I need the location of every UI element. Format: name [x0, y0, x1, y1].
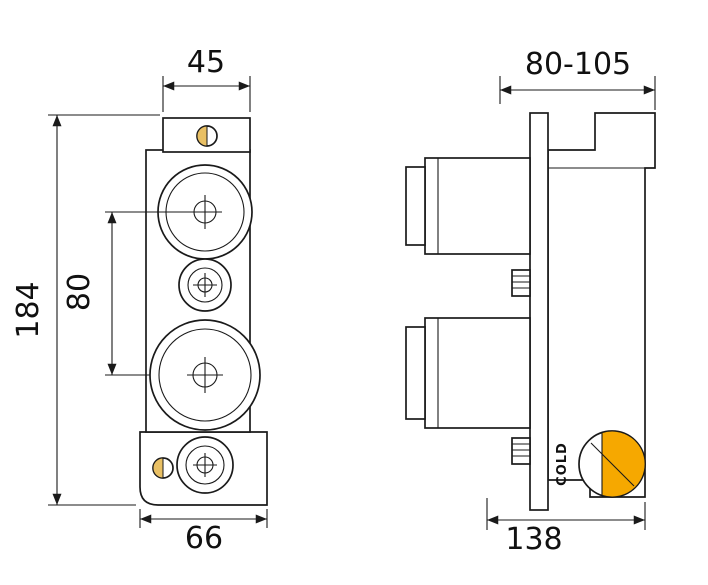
screw-accent-top: [196, 125, 208, 147]
dim-depth-range: 80-105: [499, 47, 656, 110]
cartridge-top-side: [405, 157, 531, 255]
dim-depth-range-label: 80-105: [525, 47, 631, 82]
side-view: COLD 80-105 138: [405, 47, 656, 557]
thermostat-knob-bottom: [149, 319, 261, 431]
dim-port-spacing-label: 80: [62, 273, 97, 311]
dim-bottom-width: 66: [139, 509, 268, 556]
cartridge-bottom-side: [405, 317, 531, 429]
dim-overall-height-label: 184: [11, 281, 46, 338]
screw-hole-bottom: [152, 457, 174, 479]
fixing-bolt-upper: [511, 269, 531, 297]
screw-hole-top: [196, 125, 218, 147]
cartridge-nut-upper: [178, 258, 232, 312]
cross-screw-icon: [193, 273, 217, 297]
dim-top-width-label: 45: [187, 45, 225, 80]
dim-port-spacing: 80: [62, 211, 196, 376]
mounting-plate: [529, 112, 549, 511]
cold-inlet-port: [578, 430, 646, 498]
dim-overall-depth-label: 138: [505, 522, 562, 557]
front-view: 45 184 80 66: [11, 45, 268, 556]
dim-overall-depth: 138: [486, 498, 646, 557]
dim-overall-height: 184: [11, 114, 160, 506]
fixing-bolt-lower: [511, 437, 531, 465]
cold-port-accent: [601, 430, 646, 498]
cross-screw-icon: [193, 453, 217, 477]
screw-accent-bottom: [152, 457, 164, 479]
dim-bottom-width-label: 66: [185, 521, 223, 556]
phillips-screw-icon: [187, 357, 223, 393]
cold-label: COLD: [555, 442, 570, 486]
dim-top-width: 45: [162, 45, 251, 112]
cartridge-nut-lower: [176, 436, 234, 494]
cold-port-section-line: [590, 442, 635, 487]
